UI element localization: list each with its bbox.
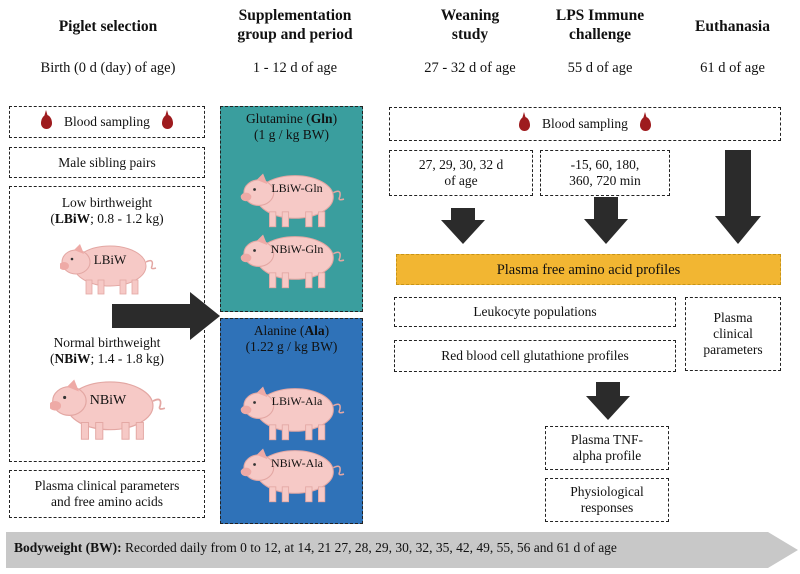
ala-title-post: ) (324, 323, 330, 338)
plasma-clinical-right-box: Plasma clinical parameters (685, 297, 781, 371)
header-lps-line2: challenge (569, 26, 631, 43)
normal-bw-line1: Normal birthweight (53, 335, 161, 350)
blood-drop-icon (639, 112, 651, 131)
physio-line2: responses (580, 500, 634, 515)
pig-lbiw-label: LBiW (93, 252, 127, 267)
pig-nbiw-ala-label: NBiW-Ala (271, 456, 323, 470)
ala-title-pre: Alanine ( (253, 323, 305, 338)
pig-lbiw-ala-label: LBiW-Ala (271, 394, 323, 408)
gln-title-post: ) (332, 111, 338, 126)
male-sibling-label: Male sibling pairs (58, 154, 156, 170)
physio-line1: Physiological (570, 484, 644, 499)
leukocyte-label: Leukocyte populations (473, 304, 597, 319)
weaning-days-text: 27, 29, 30, 32 d of age (419, 157, 503, 189)
header-piglet-selection: Piglet selection (58, 18, 158, 35)
low-bw-abbr: LBiW (54, 211, 91, 226)
tnf-alpha-box: Plasma TNF- alpha profile (545, 426, 669, 470)
blood-drop-icon (161, 110, 173, 129)
right-blood-sampling-label: Blood sampling (542, 116, 628, 131)
amino-profiles-bar: Plasma free amino acid profiles (396, 254, 781, 285)
age-lps: 55 d of age (567, 60, 633, 76)
plasma-left-line2: and free amino acids (50, 494, 164, 509)
tnf-line1: Plasma TNF- (570, 432, 644, 447)
tnf-line2: alpha profile (572, 448, 642, 463)
rbc-glutathione-box: Red blood cell glutathione profiles (394, 340, 676, 372)
pig-lbiw-ala-icon (240, 385, 345, 441)
header-weaning-line2: study (451, 26, 489, 43)
pig-lbiw-gln-icon (240, 172, 345, 228)
down-arrow-euthanasia-icon (715, 150, 761, 244)
blood-drop-icon (41, 110, 53, 129)
ala-title: Alanine (Ala) (1.22 g / kg BW) (221, 323, 362, 355)
big-right-arrow-icon (112, 292, 220, 340)
header-supplementation-line1: Supplementation (238, 7, 352, 24)
age-supplement: 1 - 12 d of age (252, 60, 338, 76)
gln-title: Glutamine (Gln) (1 g / kg BW) (221, 111, 362, 143)
down-arrow-weaning-icon (441, 208, 485, 244)
plasma-clinical-line2: clinical (713, 326, 753, 341)
age-birth: Birth (0 d (day) of age) (40, 60, 176, 76)
footer-bold: Bodyweight (BW): (14, 540, 122, 555)
low-bw-line1: Low birthweight (61, 195, 153, 210)
left-blood-sampling-box: Blood sampling (9, 106, 205, 138)
header-supplementation: Supplementation group and period (210, 6, 380, 44)
gln-title-pre: Glutamine ( (245, 111, 311, 126)
plasma-left-text: Plasma clinical parameters and free amin… (35, 478, 180, 510)
rbc-glutathione-label: Red blood cell glutathione profiles (441, 348, 629, 363)
male-sibling-box: Male sibling pairs (9, 147, 205, 178)
pig-nbiw-label: NBiW (89, 393, 127, 408)
down-arrow-tnf-icon (586, 382, 630, 420)
plasma-left-line1: Plasma clinical parameters (34, 478, 180, 493)
pig-nbiw-gln-icon (240, 233, 345, 289)
normal-bw-text: Normal birthweight (NBiW; 1.4 - 1.8 kg) (49, 335, 165, 366)
right-blood-sampling-box: Blood sampling (389, 107, 781, 141)
leukocyte-box: Leukocyte populations (394, 297, 676, 327)
header-euthanasia: Euthanasia (695, 18, 770, 35)
header-weaning: Weaning study (395, 6, 545, 44)
lps-times-box: -15, 60, 180, 360, 720 min (540, 150, 670, 196)
plasma-clinical-right-text: Plasma clinical parameters (703, 310, 762, 358)
lps-times-line1: -15, 60, 180, (570, 157, 640, 172)
footer-arrow-bar (6, 532, 798, 568)
plasma-clinical-line3: parameters (703, 342, 763, 357)
header-weaning-line1: Weaning (440, 7, 500, 24)
low-bw-range: ; 0.8 - 1.2 kg) (90, 211, 164, 226)
ala-abbr: Ala (304, 323, 325, 338)
pig-lbiw-gln-label: LBiW-Gln (271, 181, 323, 195)
header-lps: LPS Immune challenge (535, 6, 665, 44)
lps-times-line2: 360, 720 min (569, 173, 641, 188)
normal-bw-range: ; 1.4 - 1.8 kg) (90, 351, 165, 366)
tnf-text: Plasma TNF- alpha profile (571, 432, 643, 464)
weaning-days-box: 27, 29, 30, 32 d of age (389, 150, 533, 196)
low-bw-text: Low birthweight (LBiW; 0.8 - 1.2 kg) (50, 195, 164, 226)
down-arrow-lps-icon (584, 197, 628, 244)
header-lps-line1: LPS Immune (555, 7, 645, 24)
footer-rest: Recorded daily from 0 to 12, at 14, 21 2… (121, 540, 617, 555)
header-supplementation-line2: group and period (237, 26, 353, 43)
physio-text: Physiological responses (570, 484, 644, 516)
physiological-box: Physiological responses (545, 478, 669, 522)
weaning-days-line1: 27, 29, 30, 32 d (418, 157, 504, 172)
gln-abbr: Gln (310, 111, 333, 126)
amino-profiles-label: Plasma free amino acid profiles (496, 261, 681, 278)
weaning-days-line2: of age (444, 173, 478, 188)
blood-drop-icon (519, 112, 531, 131)
lps-times-text: -15, 60, 180, 360, 720 min (569, 157, 641, 189)
plasma-clinical-line1: Plasma (713, 310, 753, 325)
age-weaning: 27 - 32 d of age (424, 60, 516, 76)
plasma-clinical-left-box: Plasma clinical parameters and free amin… (9, 470, 205, 518)
gln-dose: (1 g / kg BW) (254, 127, 329, 142)
ala-dose: (1.22 g / kg BW) (245, 339, 338, 354)
age-euthanasia: 61 d of age (700, 60, 765, 76)
pig-nbiw-ala-icon (240, 447, 345, 503)
footer-text: Bodyweight (BW): Recorded daily from 0 t… (14, 540, 774, 556)
left-blood-sampling-label: Blood sampling (64, 114, 150, 129)
pig-nbiw-gln-label: NBiW-Gln (270, 242, 324, 256)
normal-bw-abbr: NBiW (54, 351, 91, 366)
